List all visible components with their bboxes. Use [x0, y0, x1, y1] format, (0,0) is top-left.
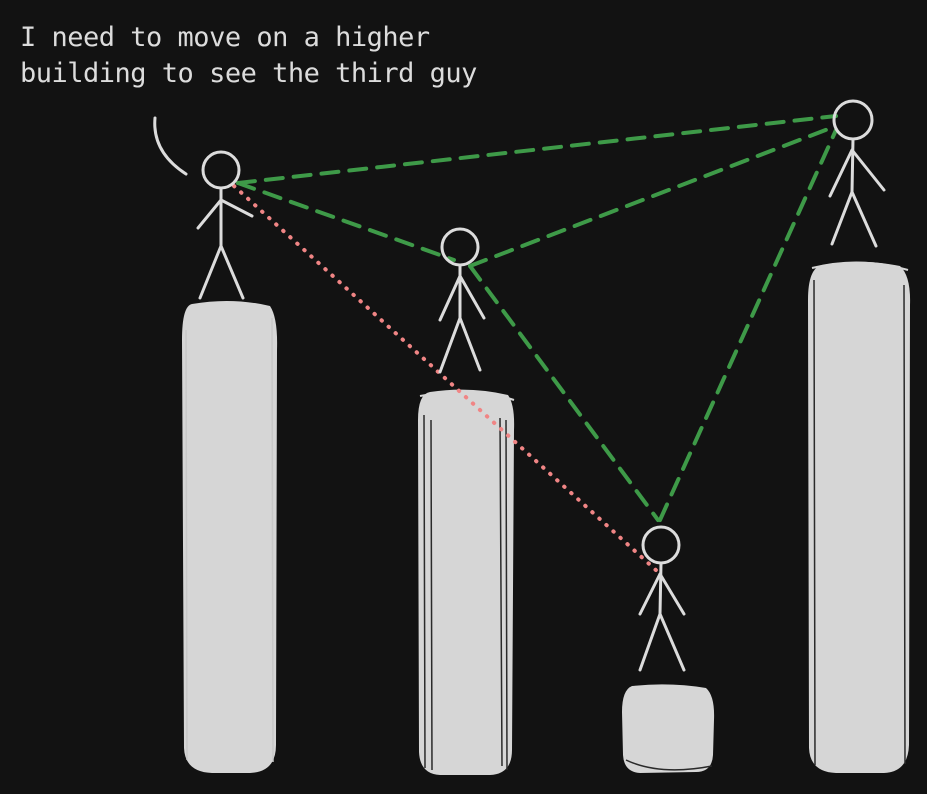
- annotation-line-1: I need to move on a higher: [20, 22, 430, 53]
- annotation-line-2: building to see the third guy: [20, 58, 477, 89]
- sight-line-1-to-2: [236, 181, 456, 262]
- annotation-text: I need to move on a higher building to s…: [20, 20, 477, 92]
- building-2: [418, 389, 515, 775]
- building-4: [808, 261, 911, 773]
- person-2: [438, 227, 486, 374]
- sight-line-1-to-4: [236, 114, 838, 185]
- building-1: [182, 300, 278, 773]
- sight-line-2-to-3: [468, 264, 660, 522]
- building-3: [622, 684, 715, 773]
- sight-line-3-to-4: [658, 128, 838, 522]
- person-3: [638, 525, 686, 672]
- clear-sight-lines: [236, 114, 838, 522]
- sight-line-2-to-4: [468, 124, 838, 268]
- sight-line-1-to-3-blocked: [232, 184, 660, 574]
- person-1: [153, 116, 254, 300]
- blocked-sight-line: [232, 184, 660, 574]
- person-4: [828, 99, 886, 248]
- speech-tick: [153, 116, 188, 176]
